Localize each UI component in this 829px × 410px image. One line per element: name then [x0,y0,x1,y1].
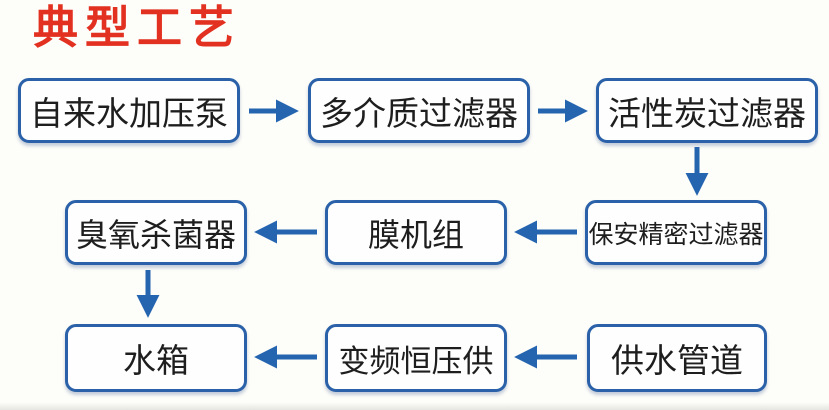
node-security-precision-filter: 保安精密过滤器 [585,200,767,265]
node-label: 活性炭过滤器 [608,94,806,132]
bottom-edge-shadow [0,402,829,410]
node-activated-carbon-filter: 活性炭过滤器 [596,78,818,143]
node-label: 臭氧杀菌器 [75,216,236,253]
node-membrane-unit: 膜机组 [325,200,507,265]
node-water-supply-pipeline: 供水管道 [587,324,767,392]
node-label: 变频恒压供 [338,343,494,379]
node-multi-media-filter: 多介质过滤器 [308,78,530,143]
node-label: 膜机组 [367,216,464,253]
node-label: 保安精密过滤器 [588,220,764,249]
node-vfd-constant-pressure-supply: 变频恒压供 [325,324,507,392]
node-label: 供水管道 [611,342,743,379]
node-label: 多介质过滤器 [320,94,518,132]
node-label: 自来水加压泵 [30,94,228,132]
page-title: 典型工艺 [33,2,242,53]
node-ozone-sterilizer: 臭氧杀菌器 [65,200,247,265]
node-tap-water-booster-pump: 自来水加压泵 [18,78,240,143]
node-water-tank: 水箱 [65,324,247,392]
node-label: 水箱 [123,342,189,379]
